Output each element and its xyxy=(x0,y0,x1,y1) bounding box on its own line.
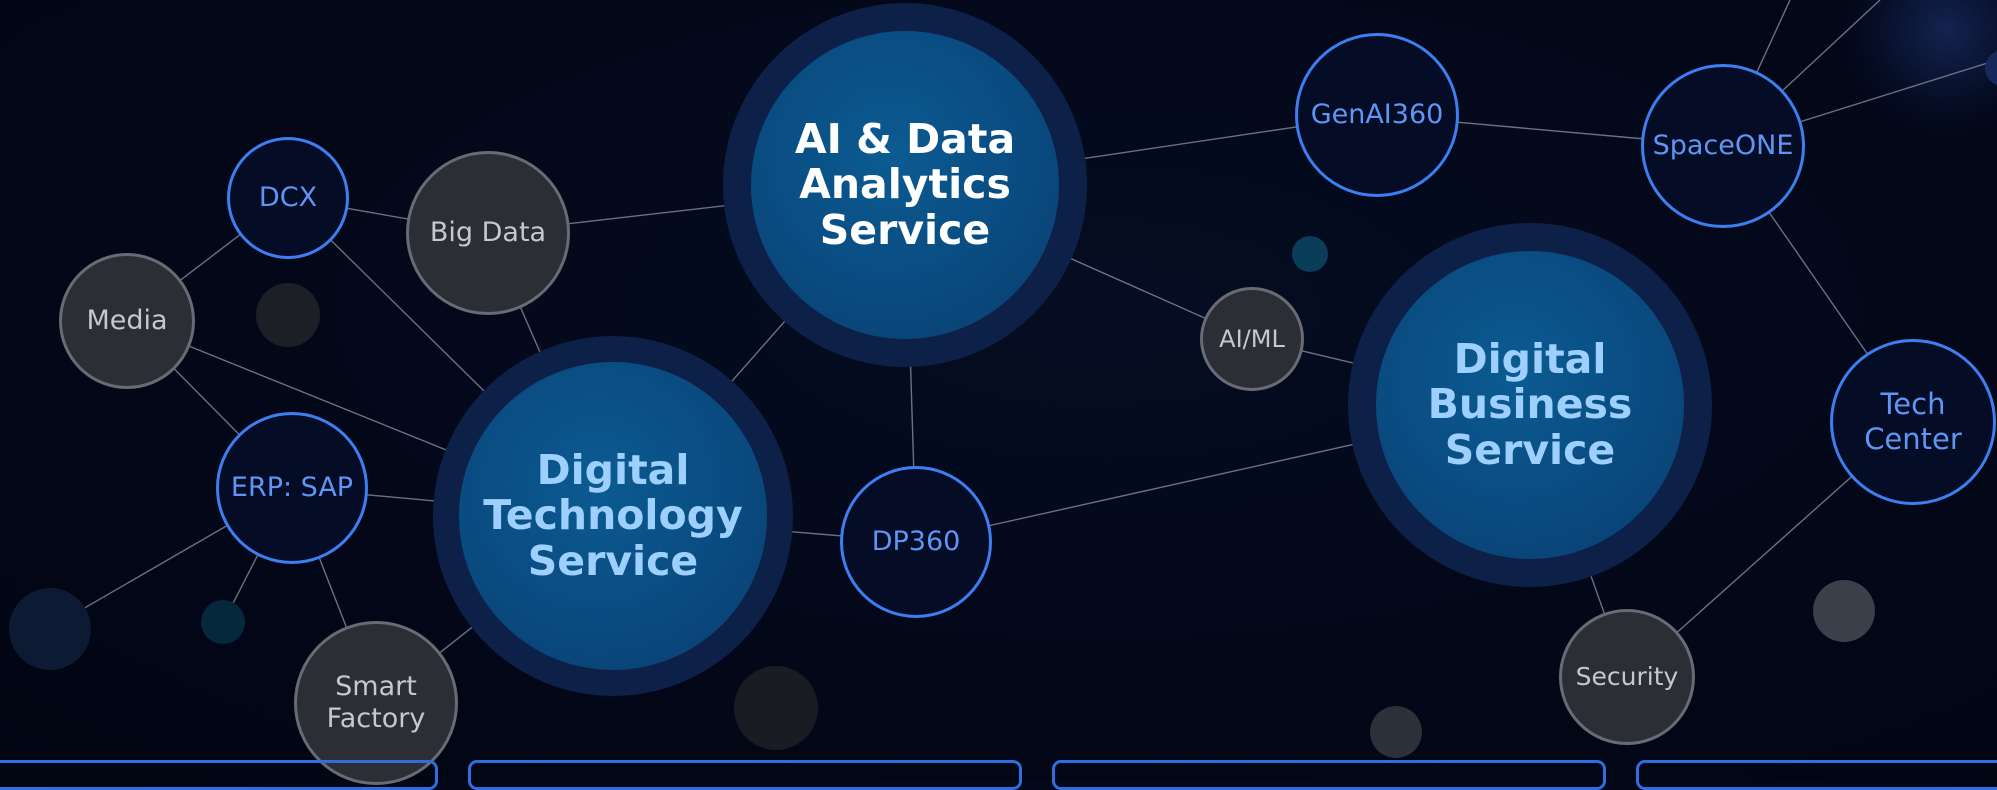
node-genai360[interactable]: GenAI360 xyxy=(1295,33,1459,197)
node-dcx[interactable]: DCX xyxy=(227,137,349,259)
node-label: DP360 xyxy=(871,525,961,557)
service-title-line: Digital xyxy=(536,445,690,494)
decor-dot xyxy=(1370,706,1422,758)
node-label: SpaceONE xyxy=(1652,129,1794,161)
node-label: AI/ML xyxy=(1219,324,1285,353)
node-label: GenAI360 xyxy=(1310,98,1444,130)
node-dp360[interactable]: DP360 xyxy=(840,466,992,618)
bottom-panel-1[interactable] xyxy=(0,760,438,790)
node-erp-sap[interactable]: ERP: SAP xyxy=(216,412,368,564)
bottom-panel-3[interactable] xyxy=(1052,760,1606,790)
node-ai-ml[interactable]: AI/ML xyxy=(1200,287,1304,391)
node-label: Big Data xyxy=(429,216,547,248)
node-security[interactable]: Security xyxy=(1559,609,1695,745)
digital-technology-service-node[interactable]: Digital Technology Service xyxy=(459,362,767,670)
node-label: Security xyxy=(1575,662,1679,691)
node-big-data[interactable]: Big Data xyxy=(406,151,570,315)
node-label-line: Smart xyxy=(335,670,417,702)
service-title-line: Service xyxy=(527,536,699,585)
service-title-line: Digital xyxy=(1453,334,1607,383)
decor-dot xyxy=(201,600,245,644)
decor-dot xyxy=(734,666,818,750)
decor-dot xyxy=(1292,236,1328,272)
ai-data-analytics-service-node[interactable]: AI & Data Analytics Service xyxy=(751,31,1059,339)
service-title-line: Technology xyxy=(483,491,743,540)
node-label: DCX xyxy=(258,181,318,213)
decor-dot xyxy=(1813,580,1875,642)
bottom-panel-2[interactable] xyxy=(468,760,1022,790)
node-label: Media xyxy=(86,304,168,336)
service-title-line: Analytics xyxy=(799,160,1011,209)
node-smart-factory[interactable]: Smart Factory xyxy=(294,621,458,785)
service-title-line: Service xyxy=(1444,425,1616,474)
node-label-line: Center xyxy=(1864,422,1962,456)
digital-business-service-node[interactable]: Digital Business Service xyxy=(1376,251,1684,559)
service-title-line: AI & Data xyxy=(794,114,1016,163)
decor-dot xyxy=(9,588,91,670)
service-title-line: Service xyxy=(819,205,991,254)
node-label-line: Factory xyxy=(326,703,426,734)
node-label-line: Tech xyxy=(1880,387,1946,422)
service-title-line: Business xyxy=(1427,380,1633,429)
decor-dot xyxy=(256,283,320,347)
bottom-panel-4[interactable] xyxy=(1636,760,1997,790)
decor-dot xyxy=(1985,50,1997,86)
node-media[interactable]: Media xyxy=(59,253,195,389)
node-label: ERP: SAP xyxy=(230,471,354,503)
node-tech-center[interactable]: Tech Center xyxy=(1830,339,1996,505)
node-spaceone[interactable]: SpaceONE xyxy=(1641,64,1805,228)
